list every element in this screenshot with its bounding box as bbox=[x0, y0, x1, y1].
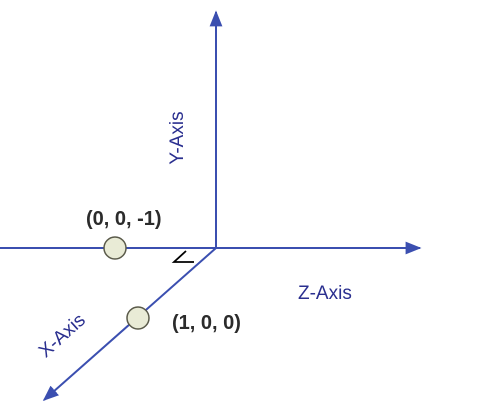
point-pos-x-label: (1, 0, 0) bbox=[172, 312, 241, 334]
x-axis-label: X-Axis bbox=[35, 310, 90, 362]
point-neg-z-label: (0, 0, -1) bbox=[86, 208, 162, 230]
z-axis-label: Z-Axis bbox=[298, 283, 352, 304]
point-pos-x bbox=[126, 306, 150, 330]
y-axis-label: Y-Axis bbox=[167, 111, 188, 164]
point-neg-z bbox=[103, 236, 127, 260]
right-angle-marker bbox=[171, 250, 194, 263]
